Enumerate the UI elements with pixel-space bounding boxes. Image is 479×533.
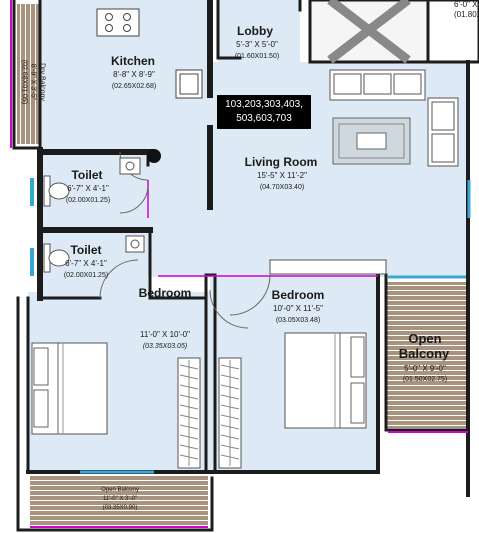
open-balcony-right-dim-m: (01.50X02.75) [402,376,448,383]
living-room-dim-m: (04.70X03.40) [259,184,305,191]
window-seat [269,259,387,275]
column-marker [147,149,161,163]
kitchen-name: Kitchen [110,54,156,68]
sink-icon [175,69,203,99]
open-balcony-right-name-1: Open [408,331,442,346]
passage-floor [148,152,210,277]
open-balcony-right-name-2: Balcony [398,346,450,361]
adjacent-cut-line1: 6'-0" X [454,0,478,9]
bed-icon [284,332,367,429]
bedroom2-dim-m: (03.05X03.48) [275,317,321,324]
rug-icon [332,117,411,165]
stove-icon [96,8,140,37]
bedroom1-name: Bedroom [138,286,192,300]
bedroom2-name: Bedroom [271,288,325,302]
dry-balcony-dim-m: (02.68X01.05) [20,59,28,105]
open-balcony-bottom-name: Open Balcony [101,487,139,493]
toilet2-dim-m: (02.00X01.25) [63,272,109,279]
living-room-name: Living Room [244,155,318,169]
shaft-icon [308,0,430,64]
bedroom2-dim-ft: 10'-0" X 11'-5" [273,304,323,313]
lobby-dim-ft: 5'-3" X 5'-0" [236,40,278,49]
kitchen-dim-m: (02.65X02.68) [111,83,157,90]
washbasin-icon [119,157,145,253]
bedroom1-dim-m: (03.35X03.05) [142,343,188,350]
bedroom1-dim-ft: 11'-0" X 10'-0" [140,330,190,339]
toilet2-dim-ft: 6'-7" X 4'-1" [65,259,107,268]
sofa-icon [329,69,459,167]
windows [30,178,471,474]
open-balcony-bottom [30,476,208,526]
bed-icon [31,342,108,435]
toilet1-dim-m: (02.00X01.25) [65,197,111,204]
adjacent-cut-label: 6'-0" X (01.80X [454,0,479,20]
adjacent-flat [426,0,479,64]
toilet1-name: Toilet [71,168,103,182]
dry-balcony-name: Dry Balcony [38,63,46,101]
dry-balcony [17,4,40,144]
dry-balcony-label: Dry Balcony 8'-9" X 3'-5" (02.68X01.05) [20,60,47,104]
open-balcony-right [387,282,467,428]
lobby-name: Lobby [237,24,273,38]
toilet2-name: Toilet [70,243,102,257]
wardrobe-icon [177,357,242,469]
accent-lines [10,0,468,528]
walls [12,0,470,532]
dry-balcony-dim-ft: 8'-9" X 3'-5" [29,63,37,101]
wc-icon [43,175,70,273]
lobby-dim-m: (01.60X01.50) [234,53,280,60]
kitchen-dim-ft: 8'-8" X 8'-9" [113,70,155,79]
open-balcony-right-dim-ft: 5'-0" X 9'-0" [404,364,446,373]
adjacent-cut-line2: (01.80X [454,10,479,19]
unit-numbers-line2: 503,603,703 [236,113,292,124]
living-room-dim-ft: 15'-5" X 11'-2" [257,171,307,180]
balconies [17,4,467,526]
unit-numbers-line1: 103,203,303,403, [225,99,303,110]
unit-numbers-box: 103,203,303,403, 503,603,703 [217,95,311,129]
open-balcony-bottom-dim-m: (03.35X0.90) [102,505,138,511]
toilet1-dim-ft: 6'-7" X 4'-1" [67,184,109,193]
open-balcony-bottom-dim-ft: 11'-0" X 3'-0" [102,496,138,502]
